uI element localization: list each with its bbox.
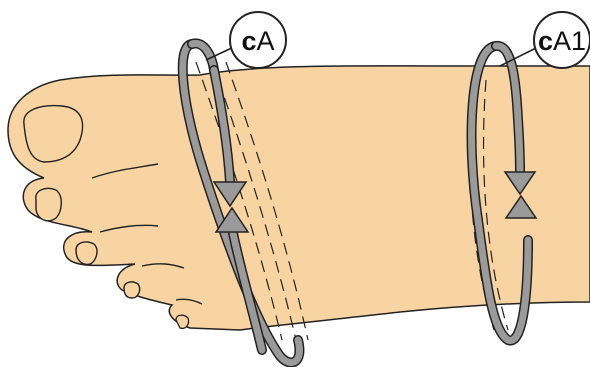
third-toenail [76,242,97,264]
callout-cA1: cA1 [534,12,590,68]
callout-cA1-suffix: A1 [553,26,586,56]
svg-text:cA: cA [241,26,274,56]
fourth-toenail [124,282,140,298]
fifth-toenail [176,315,189,328]
callout-cA-suffix: A [257,26,275,56]
callout-cA-prefix: c [241,26,256,56]
second-toenail [36,188,61,220]
callout-cA: cA [230,12,286,68]
callout-cA1-prefix: c [538,26,553,56]
foot-outline [8,66,590,330]
svg-text:cA1: cA1 [538,26,586,56]
